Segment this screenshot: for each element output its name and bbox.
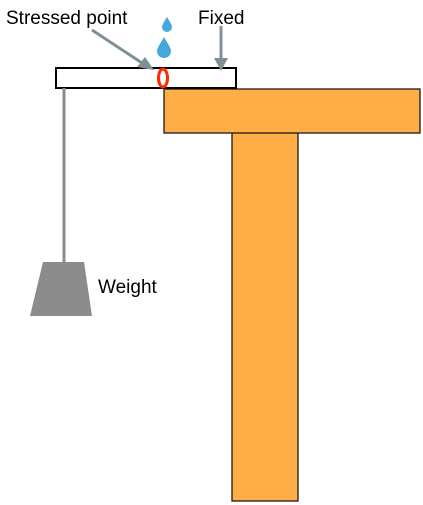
- fixed-label: Fixed: [198, 8, 244, 29]
- water-drop-icon: [157, 17, 172, 58]
- support-post: [231, 130, 299, 502]
- stressed-point-arrow: [91, 28, 154, 70]
- weight-label: Weight: [98, 277, 158, 298]
- stressed-point-label: Stressed point: [6, 8, 128, 29]
- stressed-point-arrowhead: [137, 57, 154, 70]
- support-top-bar: [163, 88, 421, 134]
- fixed-arrow: [214, 26, 228, 71]
- stressed-point-arrow-shaft: [91, 28, 143, 65]
- fixed-arrowhead: [214, 58, 228, 71]
- water-drop-large: [157, 37, 171, 58]
- water-drop-small: [162, 17, 172, 32]
- beam: [55, 67, 237, 89]
- stress-marker: [157, 67, 169, 89]
- weight-icon: [30, 262, 92, 316]
